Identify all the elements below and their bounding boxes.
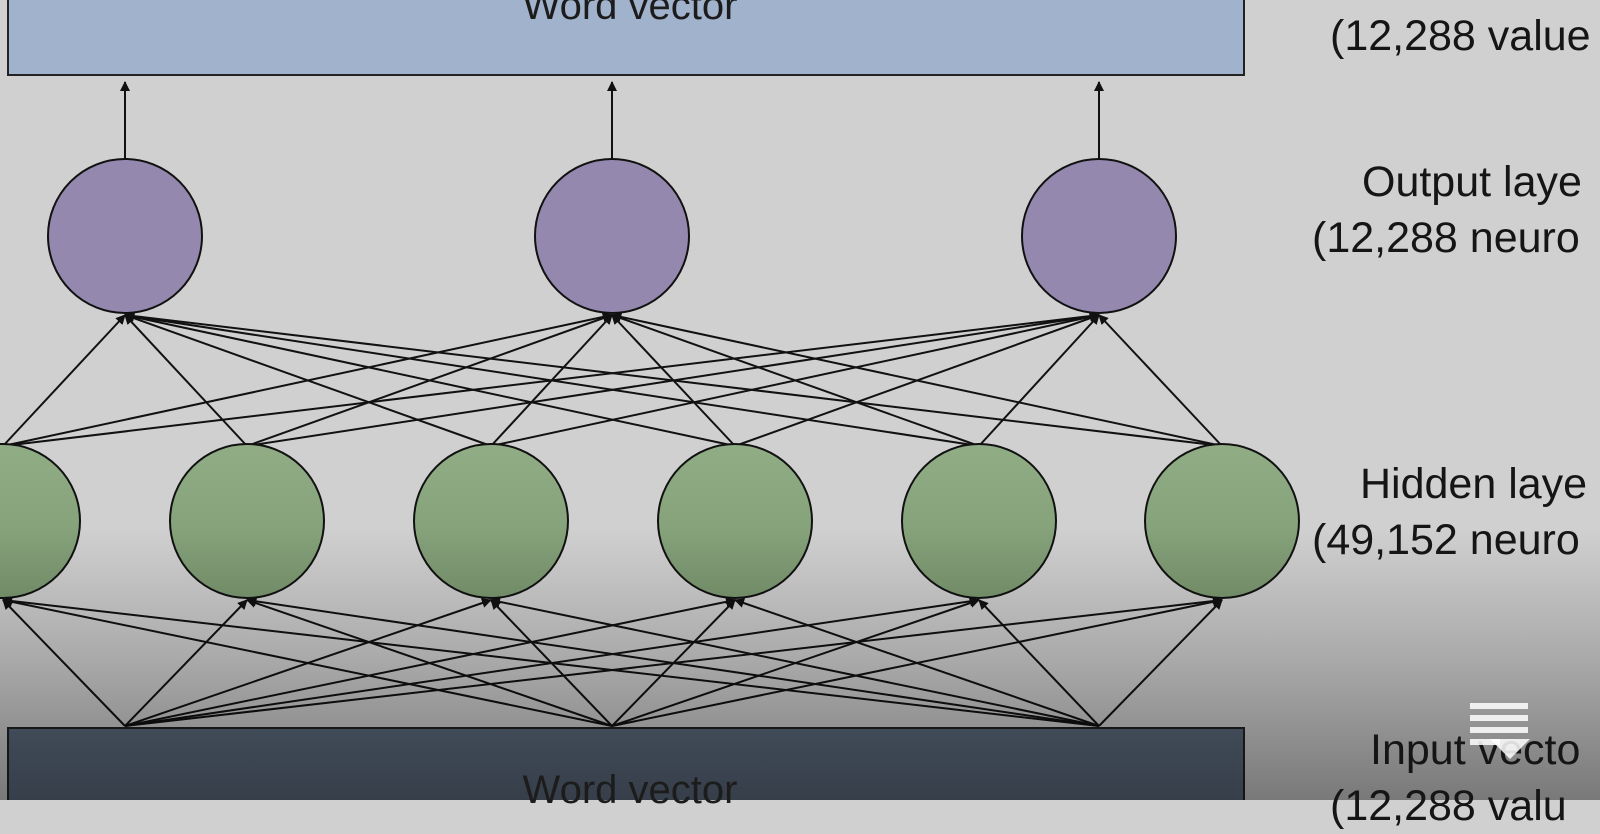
hidden-layer-title: Hidden laye [1360,460,1588,508]
hidden-neuron [1144,443,1300,599]
neural-network-diagram [0,0,1300,800]
output-layer-title: Output laye [1362,158,1582,206]
connection-line [124,314,248,447]
output-neuron [1021,158,1177,314]
connection-line [246,598,613,727]
output-neuron [534,158,690,314]
connection-line [734,598,1100,727]
output-to-vector-arrows [120,81,1104,159]
connection-line [124,599,248,727]
output-layer-size: (12,288 neuro [1312,214,1580,262]
bottom-word-vector-box [7,727,1245,800]
connection-line [2,599,126,727]
bottom-box-label: Word vector [522,768,738,812]
connection-line [246,596,1100,727]
top-vector-size-label: (12,288 value [1330,12,1591,60]
hidden-to-output-connections [2,311,1223,447]
connection-line [611,313,980,447]
connection-line [124,311,1223,447]
connection-line [124,312,736,447]
connection-line [490,596,1100,727]
input-vector-size: (12,288 valu [1330,782,1567,830]
connection-line [611,312,1223,447]
hidden-neuron [0,443,81,599]
connection-line [978,314,1100,447]
top-word-vector-box [7,0,1245,76]
input-to-hidden-connections [2,596,1223,727]
top-box-label: Word vector [522,0,738,28]
connection-line [2,596,613,727]
connection-line [2,596,1100,727]
connection-line [124,313,492,447]
hidden-layer-size: (49,152 neuro [1312,516,1580,564]
connection-line [1098,314,1223,447]
connection-line [124,311,980,447]
connection-line [1098,599,1223,727]
hidden-neuron [901,443,1057,599]
subtitles-icon[interactable] [1470,703,1530,763]
hidden-neuron [413,443,569,599]
hidden-layer [0,443,1300,599]
hidden-neuron [169,443,325,599]
input-vector-title: Input vecto [1370,726,1581,774]
connection-line [978,599,1100,727]
output-layer [47,158,1177,314]
hidden-neuron [657,443,813,599]
connection-line [2,314,126,447]
output-neuron [47,158,203,314]
